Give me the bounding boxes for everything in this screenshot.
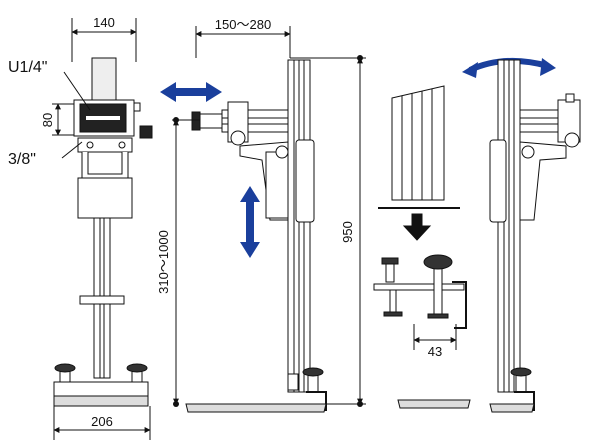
dim-dot — [173, 401, 179, 407]
dim-height-range: 310～1000 — [156, 230, 171, 294]
dim-top-width: 140 — [93, 15, 115, 30]
horizontal-adjust-arrow-icon — [160, 82, 222, 102]
front-view — [52, 18, 153, 440]
dim-plate-height: 80 — [40, 113, 55, 127]
clamp-detail-view — [373, 85, 471, 409]
dim-total-height: 950 — [340, 221, 355, 243]
dim-dot — [173, 117, 179, 123]
vertical-adjust-arrow-icon — [240, 186, 260, 258]
dim-dot — [357, 55, 363, 61]
side-view — [172, 26, 366, 413]
dim-clamp-opening: 43 — [428, 344, 442, 359]
dim-dot — [357, 401, 363, 407]
dim-arm-reach: 150～280 — [215, 17, 271, 32]
dim-base-width: 206 — [91, 414, 113, 429]
label-screw-small: 3/8" — [8, 151, 36, 168]
label-screw-large: U1/4" — [8, 59, 47, 76]
rotated-view — [462, 57, 581, 413]
